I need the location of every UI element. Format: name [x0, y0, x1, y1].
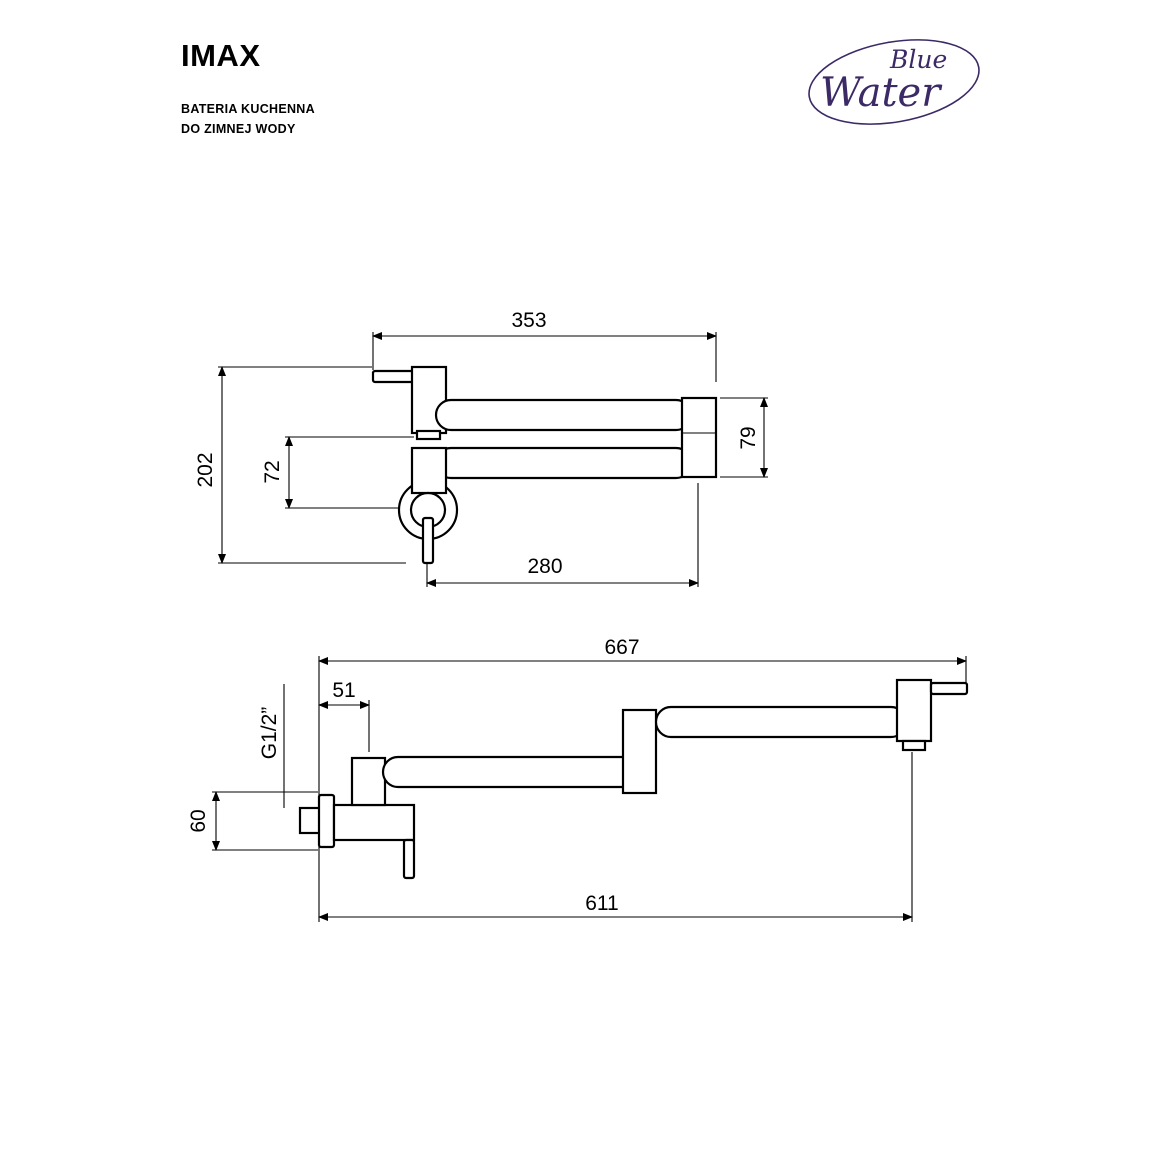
description-line-1: BATERIA KUCHENNA: [181, 102, 315, 116]
dim-label-667: 667: [604, 636, 639, 659]
side-view: 667 51 G1/2” 60 611: [187, 636, 969, 922]
dim-label-thread: G1/2”: [258, 707, 281, 760]
top-view: 353 202 72 79 280: [194, 309, 768, 587]
dim-label-611: 611: [585, 892, 618, 915]
faucet-top-view: [371, 365, 718, 565]
dim-label-60: 60: [187, 809, 210, 832]
brand-logo: Blue Water: [808, 39, 980, 125]
logo-word-bottom: Water: [820, 70, 943, 116]
logo-word-top: Blue: [889, 45, 947, 74]
dim-label-51: 51: [332, 679, 355, 702]
dim-label-353: 353: [511, 309, 546, 332]
dim-label-280: 280: [527, 555, 562, 578]
dim-label-72: 72: [261, 460, 284, 483]
model-title: IMAX: [181, 38, 261, 73]
dim-label-79: 79: [737, 426, 760, 449]
faucet-side-view: [298, 678, 969, 880]
dim-label-202: 202: [194, 452, 217, 487]
product-description: BATERIA KUCHENNA DO ZIMNEJ WODY: [181, 99, 315, 139]
description-line-2: DO ZIMNEJ WODY: [181, 122, 296, 136]
